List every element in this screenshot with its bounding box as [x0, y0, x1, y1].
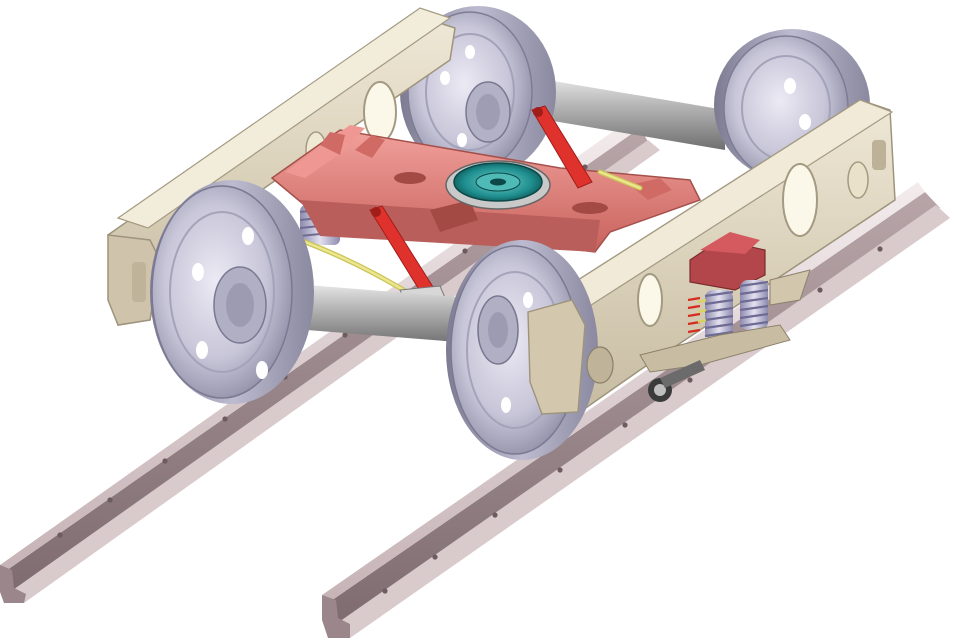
red-brake-lever-rear — [531, 105, 593, 189]
spring-coil-red — [687, 296, 701, 334]
front-left-wheel — [150, 180, 314, 404]
right-spring-nest — [639, 232, 811, 373]
brake-hanger-bracket — [648, 360, 705, 402]
spring-coil-2 — [739, 280, 769, 330]
center-plate — [445, 160, 551, 210]
spring-coil-1 — [704, 290, 734, 340]
spring-coil-yellow — [697, 298, 707, 324]
right-frame-front-pedestal — [527, 299, 614, 415]
